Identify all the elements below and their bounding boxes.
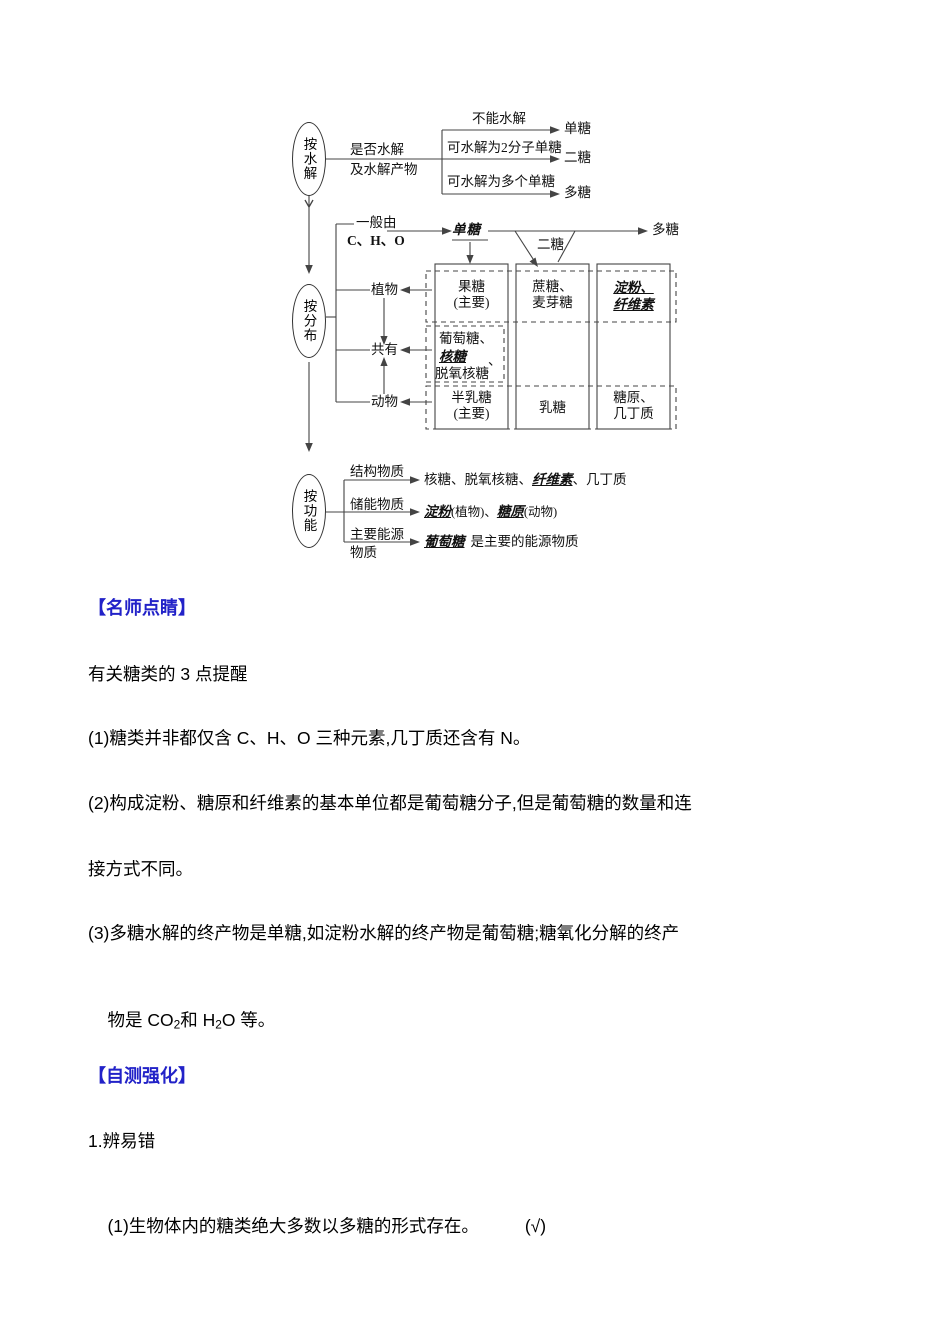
function-value-energy: 葡萄糖是主要的能源物质 bbox=[424, 533, 579, 551]
tip-item-3-line2-a: 物是 CO bbox=[107, 1010, 174, 1030]
cell-plant-mono: 果糖 (主要) bbox=[453, 279, 490, 310]
distribution-elements-line2: C、H、O bbox=[347, 233, 405, 248]
cell-plant-poly: 淀粉、 纤维素 bbox=[613, 280, 654, 312]
tip-item-3-line2-c: O 等。 bbox=[221, 1010, 276, 1030]
tip-item-3-sub-co2: 2 bbox=[173, 1017, 181, 1032]
node-by-function-label: 按功能 bbox=[301, 489, 317, 533]
node-by-hydrolysis-label: 按水解 bbox=[301, 137, 317, 181]
node-by-distribution: 按分布 bbox=[292, 284, 326, 358]
hydrolysis-condition-1: 不能水解 bbox=[472, 111, 526, 126]
tip-item-3-line2: 物是 CO2和 H2O 等。 bbox=[88, 986, 275, 1053]
function-label-energy-line2: 物质 bbox=[350, 545, 377, 560]
distribution-row-label-plant: 植物 bbox=[371, 282, 398, 297]
cell-plant-di: 蔗糖、 麦芽糖 bbox=[532, 279, 573, 310]
function-value-storage-part2: (动物) bbox=[523, 505, 558, 519]
distribution-elements-line1: 一般由 bbox=[356, 215, 397, 230]
tip-item-1: (1)糖类并非都仅含 C、H、O 三种元素,几丁质还含有 N。 bbox=[88, 728, 531, 748]
cell-animal-mono: 半乳糖 (主要) bbox=[451, 390, 492, 421]
carbohydrate-concept-map: 按水解 按分布 按功能 是否水解 及水解产物 不能水解 可水解为2分子单糖 可水… bbox=[292, 111, 692, 567]
function-label-energy-line1: 主要能源 bbox=[350, 527, 404, 542]
cell-shared-mono-a: 葡萄糖、 bbox=[439, 331, 493, 346]
tip-item-2-line2: 接方式不同。 bbox=[88, 859, 193, 879]
cell-shared-mono-b: 核糖 bbox=[439, 349, 466, 364]
node-by-distribution-label: 按分布 bbox=[301, 299, 317, 343]
hydrolysis-criterion-line2: 及水解产物 bbox=[350, 162, 418, 177]
cell-animal-di: 乳糖 bbox=[539, 400, 566, 415]
distribution-row-label-animal: 动物 bbox=[371, 394, 398, 409]
node-by-function: 按功能 bbox=[292, 474, 326, 548]
tip-item-3-sub-h2o: 2 bbox=[215, 1017, 222, 1032]
function-value-storage-emph1: 淀粉 bbox=[424, 504, 451, 519]
selftest-item-label: 1.辨易错 bbox=[88, 1131, 156, 1151]
selftest-question-1-text: (1)生物体内的糖类绝大多数以多糖的形式存在。 bbox=[107, 1216, 479, 1236]
tip-item-2-line1: (2)构成淀粉、糖原和纤维素的基本单位都是葡萄糖分子,但是葡萄糖的数量和连 bbox=[88, 793, 692, 813]
diagram-connector-lines bbox=[304, 126, 677, 546]
hydrolysis-result-3: 多糖 bbox=[564, 185, 591, 200]
section-heading-selftest: 【自测强化】 bbox=[88, 1066, 196, 1086]
function-value-structural-emph: 纤维素 bbox=[532, 472, 573, 487]
cell-animal-poly: 糖原、 几丁质 bbox=[613, 390, 654, 421]
function-value-storage: 淀粉(植物)、糖原(动物) bbox=[424, 503, 557, 521]
tip-item-3-line2-b: 和 H bbox=[180, 1010, 216, 1030]
hydrolysis-criterion-line1: 是否水解 bbox=[350, 142, 404, 157]
function-label-storage: 储能物质 bbox=[350, 497, 404, 512]
selftest-question-1: (1)生物体内的糖类绝大多数以多糖的形式存在。 (√) bbox=[88, 1192, 546, 1259]
distribution-col-header-mono: 单糖 bbox=[452, 222, 481, 237]
tips-intro: 有关糖类的 3 点提醒 bbox=[88, 664, 248, 684]
cell-shared-mono-b-tail: 、 bbox=[488, 353, 502, 368]
selftest-question-1-answer: (√) bbox=[524, 1216, 547, 1236]
function-label-structural: 结构物质 bbox=[350, 464, 404, 479]
function-value-storage-part1: (植物)、 bbox=[451, 505, 497, 519]
function-value-structural-part1: 核糖、脱氧核糖、 bbox=[424, 472, 532, 487]
node-by-hydrolysis: 按水解 bbox=[292, 122, 326, 196]
function-value-energy-text: 是主要的能源物质 bbox=[470, 534, 579, 549]
hydrolysis-result-2: 二糖 bbox=[564, 150, 591, 165]
function-value-energy-emph: 葡萄糖 bbox=[424, 534, 465, 549]
function-value-structural: 核糖、脱氧核糖、纤维素、几丁质 bbox=[424, 471, 627, 489]
function-value-storage-emph2: 糖原 bbox=[496, 504, 524, 519]
tip-item-3-line1: (3)多糖水解的终产物是单糖,如淀粉水解的终产物是葡萄糖;糖氧化分解的终产 bbox=[88, 923, 680, 943]
section-heading-tips: 【名师点睛】 bbox=[88, 598, 196, 618]
function-value-structural-part2: 、几丁质 bbox=[572, 472, 627, 487]
hydrolysis-result-1: 单糖 bbox=[564, 121, 591, 136]
distribution-col-header-poly: 多糖 bbox=[652, 222, 679, 237]
hydrolysis-condition-3: 可水解为多个单糖 bbox=[447, 174, 555, 189]
distribution-col-header-di: 二糖 bbox=[537, 237, 564, 252]
cell-shared-mono-c: 脱氧核糖 bbox=[435, 366, 489, 381]
hydrolysis-condition-2: 可水解为2分子单糖 bbox=[447, 140, 562, 155]
distribution-row-label-shared: 共有 bbox=[371, 342, 398, 357]
